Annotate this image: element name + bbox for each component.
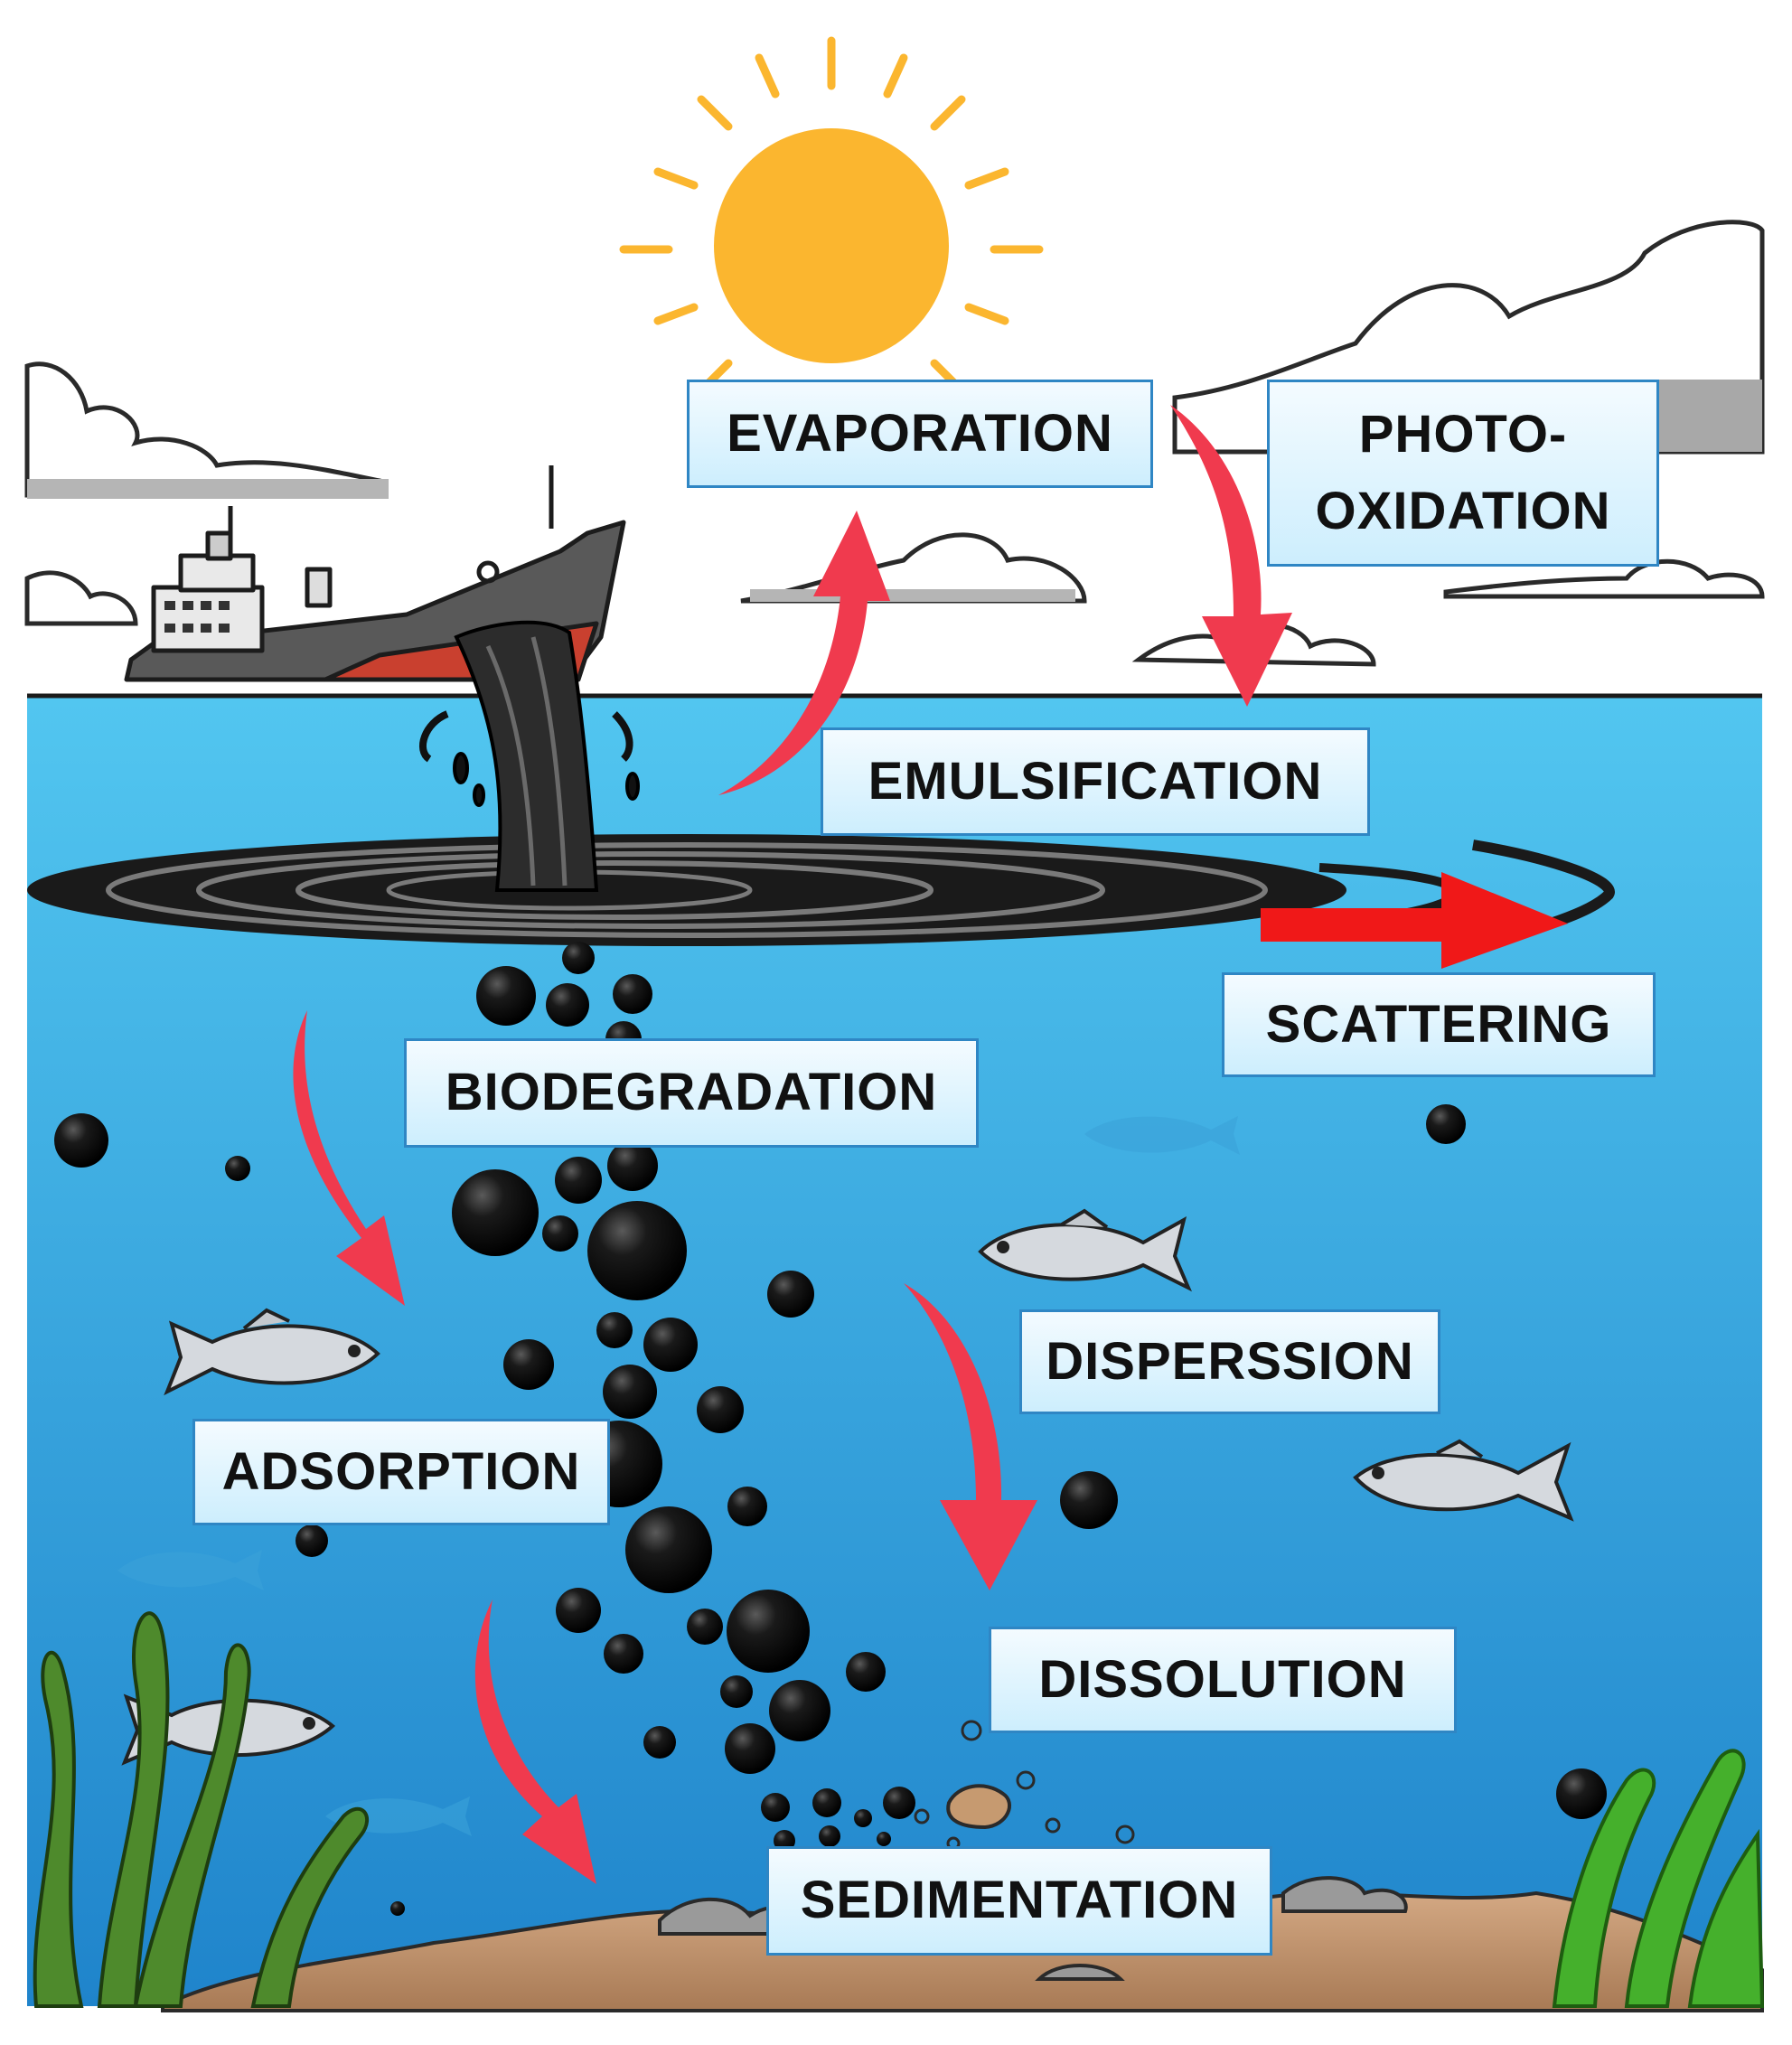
sedimentation-arrow [474, 1599, 596, 1884]
biodegradation-label: BIODEGRADATION [404, 1038, 979, 1148]
fish-icon [978, 1208, 1192, 1292]
adsorption-label: ADSORPTION [192, 1419, 610, 1525]
adsorption-arrow [293, 1010, 405, 1306]
cloud-icon [24, 361, 389, 499]
fish-icon [164, 1308, 380, 1396]
sun-icon [619, 36, 1044, 395]
oil-droplets [54, 942, 1607, 1916]
faint-fish [117, 1116, 1240, 1836]
oil-stream [418, 620, 640, 892]
fish-icon [1353, 1439, 1574, 1522]
scattering-label: SCATTERING [1222, 972, 1656, 1077]
photo-oxidation-arrow [1170, 405, 1292, 707]
seaweed-icon [33, 1611, 369, 2008]
cloud-icon [24, 570, 138, 626]
disperssion-label: DISPERSSION [1019, 1309, 1440, 1414]
scattering-arrow [1261, 872, 1568, 969]
emulsification-label: EMULSIFICATION [821, 727, 1370, 836]
seaweed-icon [1552, 1749, 1765, 2008]
sedimentation-label: SEDIMENTATION [766, 1846, 1272, 1956]
photo-oxidation-label: PHOTO- OXIDATION [1267, 380, 1659, 567]
evaporation-label: EVAPORATION [687, 380, 1153, 488]
dissolution-arrow [904, 1283, 1037, 1590]
sediment-particles [914, 1720, 1135, 1851]
evaporation-arrow [718, 511, 890, 795]
dissolution-label: DISSOLUTION [989, 1627, 1457, 1733]
